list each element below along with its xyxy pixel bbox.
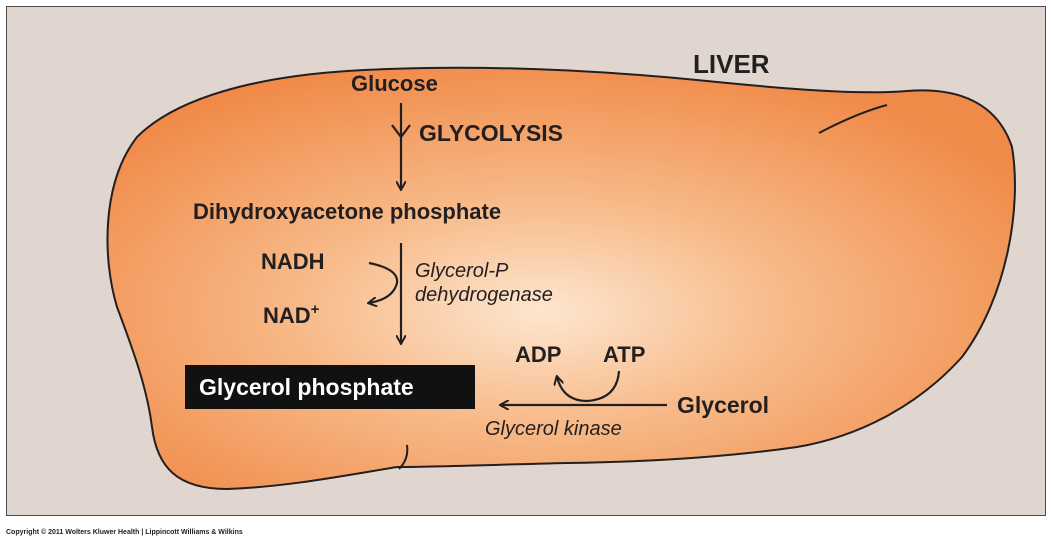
glucose-label: Glucose [351,71,438,96]
dhap-label: Dihydroxyacetone phosphate [193,199,501,224]
nadh-label: NADH [261,249,325,274]
nadh-to-nad-arrow [369,261,399,303]
figure-frame: LIVER Glucose GLYCOLYSIS Dihydroxyaceton… [6,6,1046,516]
dehydrogenase-label-line1: Glycerol-P [415,260,509,282]
nad-label: NAD+ [263,301,320,328]
dehydrogenase-label-line2: dehydrogenase [415,284,553,306]
glycerol-phosphate-box [185,365,475,409]
glycerol-label: Glycerol [677,392,769,418]
glycolysis-mid-arrowhead [391,124,411,139]
glycerol-phosphate-label: Glycerol phosphate [199,374,414,400]
liver-label: LIVER [693,49,770,79]
liver-notch [818,104,888,134]
adp-label: ADP [515,342,561,367]
atp-label: ATP [603,342,645,367]
glycerol-kinase-label: Glycerol kinase [485,418,622,440]
atp-to-adp-arrow [557,370,621,403]
liver-lobe-line [398,444,409,470]
liver-diagram: LIVER Glucose GLYCOLYSIS Dihydroxyaceton… [106,49,1016,491]
copyright-notice: Copyright © 2011 Wolters Kluwer Health |… [6,529,243,536]
glycolysis-label: GLYCOLYSIS [419,120,563,146]
